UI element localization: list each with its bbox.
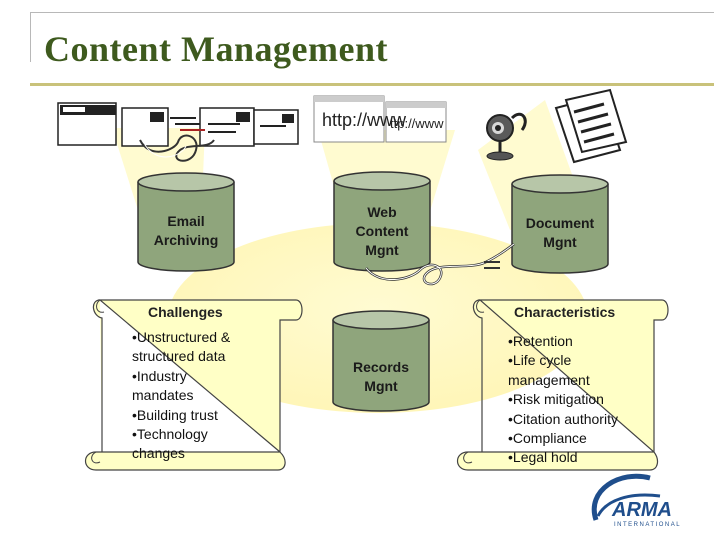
records-mgnt-label: Records Mgnt [352, 359, 410, 394]
list-item: •Retention [508, 333, 573, 349]
list-item: changes [132, 445, 185, 462]
list-item: •Legal hold [508, 449, 578, 466]
envelopes-icon [57, 102, 299, 147]
top-rule [30, 12, 714, 13]
list-item: management [508, 371, 590, 388]
web-content-label: Web Content Mgnt [355, 204, 409, 258]
webcam-icon [486, 112, 527, 161]
list-item: •Citation authority [508, 410, 618, 427]
slide-title: Content Management [44, 29, 388, 69]
list-item: structured data [132, 348, 226, 365]
browser-window-icon [313, 95, 447, 143]
list-item: •Industry [132, 367, 187, 384]
email-archiving-cylinder [137, 172, 235, 272]
list-item: •Building trust [132, 406, 218, 423]
document-mgnt-cylinder [511, 174, 609, 274]
characteristics-scroll [456, 299, 669, 471]
connector-cable-icon [365, 242, 515, 286]
challenges-title: Challenges [148, 304, 223, 320]
title-underline [30, 83, 714, 86]
email-archiving-label: Email Archiving [153, 213, 219, 248]
url-fragment-1: http://www [322, 110, 407, 130]
characteristics-list: •Retention •Life cycle management •Risk … [508, 332, 618, 468]
documents-icon [554, 88, 628, 164]
list-item: •Technology [132, 426, 208, 443]
document-mgnt-label: Document Mgnt [525, 215, 595, 250]
challenges-list: •Unstructured & structured data •Industr… [132, 328, 230, 464]
list-item: •Life cycle [508, 352, 572, 369]
list-item: •Unstructured & [132, 329, 231, 345]
list-item: mandates [132, 387, 194, 404]
url-fragment-2: ttp://www [390, 116, 444, 131]
records-mgnt-cylinder [332, 310, 430, 412]
list-item: •Risk mitigation [508, 391, 604, 408]
web-content-cylinder [333, 171, 431, 272]
arma-logo: ARMA INTERNATIONAL [591, 473, 681, 528]
email-cable-icon [139, 134, 215, 162]
characteristics-title: Characteristics [514, 304, 616, 320]
logo-text: ARMA [611, 499, 672, 521]
list-item: •Compliance [508, 430, 587, 447]
left-rule [30, 12, 31, 62]
logo-subtext: INTERNATIONAL [614, 522, 681, 528]
challenges-scroll [84, 299, 303, 471]
